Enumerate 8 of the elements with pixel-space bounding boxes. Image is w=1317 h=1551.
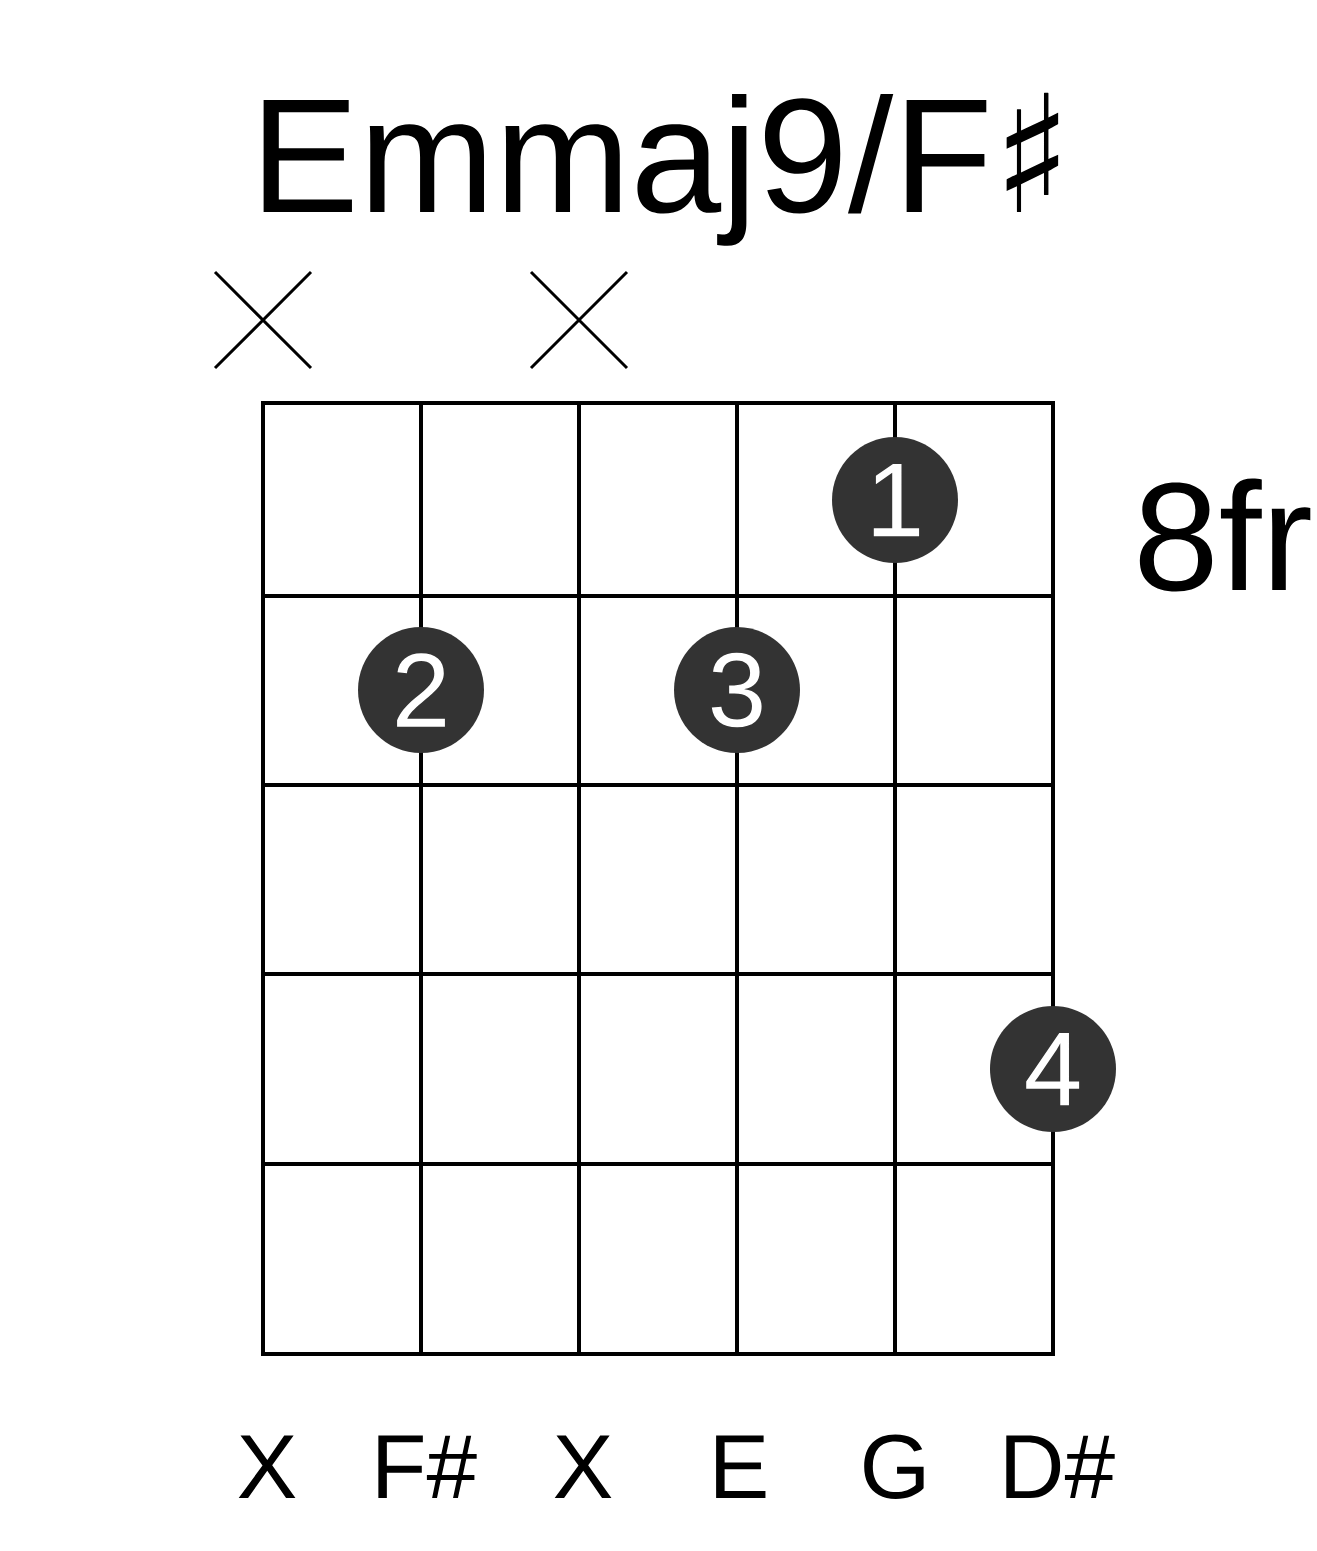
note-name: G — [864, 1434, 924, 1499]
note-name: F# — [378, 1435, 477, 1498]
note-name: D# — [1006, 1435, 1115, 1498]
note-name: E — [716, 1435, 766, 1498]
note-name: X — [554, 1435, 612, 1498]
note-name: X — [238, 1435, 296, 1498]
chord-title: Emmaj9/F♯ — [263, 92, 1059, 246]
fret-number: 8fr — [1139, 478, 1311, 592]
